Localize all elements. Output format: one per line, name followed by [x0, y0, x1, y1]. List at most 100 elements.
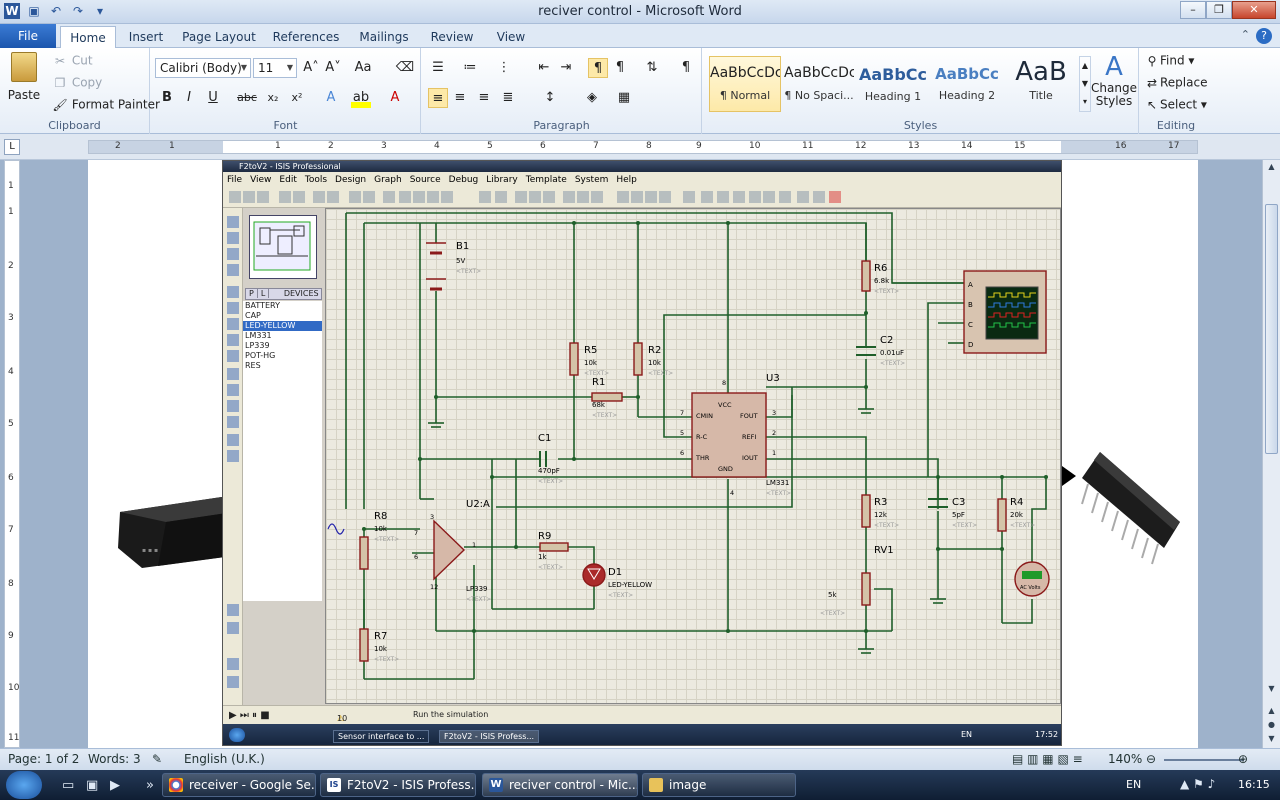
more-icon[interactable]: »	[146, 778, 154, 793]
start-button[interactable]	[6, 771, 42, 799]
schematic-canvas[interactable]: B1 R5 R2 R1 R6 C2 U3 C1 U2:A R9 D1 R8 R7…	[325, 208, 1061, 704]
scroll-thumb[interactable]	[1265, 204, 1278, 454]
isis-taskbar-item[interactable]: Sensor interface to ...	[333, 730, 430, 743]
highlight-icon[interactable]: ab	[351, 88, 371, 108]
device-item[interactable]: CAP	[245, 311, 261, 320]
redo-icon[interactable]: ↷	[72, 4, 84, 18]
shading-icon[interactable]: ◈	[587, 90, 597, 105]
font-family-select[interactable]: Calibri (Body)▼	[155, 58, 251, 78]
view-buttons[interactable]: ▤ ▥ ▦ ▧ ≡	[1012, 752, 1083, 766]
collapse-ribbon-icon[interactable]: ⌃	[1240, 28, 1250, 41]
zoom-slider[interactable]	[1164, 759, 1244, 761]
close-button[interactable]: ✕	[1232, 1, 1276, 19]
ltr-icon[interactable]: ¶	[588, 58, 608, 78]
bullets-icon[interactable]: ☰	[432, 60, 444, 75]
cut-button[interactable]: ✂ Cut	[52, 53, 93, 69]
browse-object-icon[interactable]: ●	[1268, 720, 1275, 729]
tab-insert[interactable]: Insert	[128, 30, 164, 44]
word-count[interactable]: Words: 3	[88, 752, 141, 766]
italic-button[interactable]: I	[187, 90, 191, 105]
taskbar-item-folder[interactable]: image	[642, 773, 796, 797]
isis-menu-item[interactable]: Debug	[448, 175, 479, 185]
select-button[interactable]: ↖Select ▾	[1144, 97, 1207, 113]
word-icon[interactable]: W	[4, 3, 20, 19]
change-case-icon[interactable]: Aa	[354, 60, 372, 75]
zoom-level[interactable]: 140%	[1108, 752, 1143, 766]
zoom-out-icon[interactable]: ⊖	[1146, 752, 1157, 766]
isis-menu-item[interactable]: Template	[525, 175, 567, 185]
next-page-icon[interactable]: ▼	[1268, 734, 1275, 743]
tab-page-layout[interactable]: Page Layout	[182, 30, 256, 44]
styles-scroll[interactable]: ▲▼▾	[1079, 56, 1091, 112]
line-spacing-icon[interactable]: ↕	[544, 90, 556, 105]
proofing-icon[interactable]: ✎	[152, 752, 163, 766]
help-icon[interactable]: ?	[1256, 28, 1272, 44]
isis-menu-item[interactable]: System	[574, 175, 609, 185]
isis-menu-item[interactable]: Design	[335, 175, 367, 185]
find-button[interactable]: ⚲Find ▾	[1144, 53, 1195, 69]
show-desktop-icon[interactable]: ▭	[62, 778, 75, 793]
clear-formatting-icon[interactable]: ⌫	[395, 60, 415, 75]
tray-icons[interactable]: ▲ ⚑ ♪	[1180, 777, 1216, 791]
ic-chip-image[interactable]	[1044, 450, 1184, 574]
device-item[interactable]: LP339	[245, 341, 270, 350]
numbering-icon[interactable]: ≔	[463, 60, 477, 75]
copy-button[interactable]: ❐ Copy	[52, 75, 103, 91]
isis-menu-item[interactable]: Help	[616, 175, 637, 185]
zoom-in-icon[interactable]: ⊕	[1238, 752, 1249, 766]
format-painter-button[interactable]: 🖌 Format Painter	[52, 97, 160, 113]
tab-mailings[interactable]: Mailings	[359, 30, 409, 44]
explorer-icon[interactable]: ▣	[86, 778, 99, 793]
decrease-indent-icon[interactable]: ⇤	[538, 60, 550, 75]
tab-references[interactable]: References	[272, 30, 340, 44]
text-effects-icon[interactable]: A	[326, 90, 336, 105]
previous-page-icon[interactable]: ▲	[1268, 706, 1275, 715]
device-item[interactable]: LED-YELLOW	[243, 321, 322, 331]
bold-button[interactable]: B	[162, 90, 172, 105]
language-bar[interactable]: EN	[1126, 778, 1142, 791]
tab-view[interactable]: View	[496, 30, 526, 44]
scroll-down-icon[interactable]: ▼	[1268, 684, 1275, 693]
isis-menu-item[interactable]: Graph	[374, 175, 402, 185]
justify-icon[interactable]: ≣	[502, 90, 514, 105]
rtl-icon[interactable]: ¶	[615, 60, 625, 75]
device-item[interactable]: RES	[245, 361, 261, 370]
style-heading-1[interactable]: AaBbCc Heading 1	[858, 65, 928, 103]
save-icon[interactable]: ▣	[28, 4, 40, 18]
isis-taskbar-item[interactable]: F2toV2 - ISIS Profess...	[439, 730, 540, 743]
vertical-ruler[interactable]: 1 1 2 3 4 5 6 7 8 9 10 11	[4, 160, 20, 748]
grow-font-icon[interactable]: A˄	[303, 60, 319, 75]
page-count[interactable]: Page: 1 of 2	[8, 752, 80, 766]
font-size-select[interactable]: 11▼	[253, 58, 297, 78]
tab-review[interactable]: Review	[430, 30, 474, 44]
borders-icon[interactable]: ▦	[617, 90, 631, 105]
paste-button[interactable]: Paste	[6, 52, 42, 112]
underline-button[interactable]: U	[208, 90, 218, 105]
style-heading-2[interactable]: AaBbCc Heading 2	[935, 65, 999, 102]
shrink-font-icon[interactable]: A˅	[325, 60, 341, 75]
isis-menu-item[interactable]: Source	[409, 175, 441, 185]
change-styles-button[interactable]: A Change Styles	[1091, 52, 1137, 108]
sort-icon[interactable]: ⇅	[646, 60, 658, 75]
style-title[interactable]: AaB Title	[1015, 57, 1067, 102]
horizontal-ruler[interactable]: 2 1 1 2 3 4 5 6 7 8 9 10 11 12 13 14 15 …	[88, 140, 1198, 154]
style-normal[interactable]: AaBbCcDc ¶ Normal	[709, 56, 781, 112]
language-indicator[interactable]: English (U.K.)	[184, 752, 265, 766]
isis-menu-item[interactable]: View	[250, 175, 272, 185]
media-player-icon[interactable]: ▶	[110, 778, 120, 793]
multilevel-list-icon[interactable]: ⋮	[497, 60, 511, 75]
tab-file[interactable]: File	[0, 24, 56, 48]
vertical-scrollbar[interactable]: ▲ ▼ ▲ ● ▼	[1262, 160, 1280, 748]
sim-controls[interactable]: ▶ ⏭ ⏸ ■	[229, 710, 270, 721]
isis-menu-item[interactable]: Library	[486, 175, 518, 185]
tab-selector-icon[interactable]: L	[4, 139, 20, 155]
align-center-icon[interactable]: ≡	[454, 90, 466, 105]
minimize-button[interactable]: –	[1180, 1, 1206, 19]
clock[interactable]: 16:15	[1238, 778, 1270, 791]
show-formatting-icon[interactable]: ¶	[681, 60, 691, 75]
strikethrough-button[interactable]: abc	[237, 91, 257, 104]
scroll-up-icon[interactable]: ▲	[1268, 162, 1275, 171]
maximize-button[interactable]: ❐	[1206, 1, 1232, 19]
